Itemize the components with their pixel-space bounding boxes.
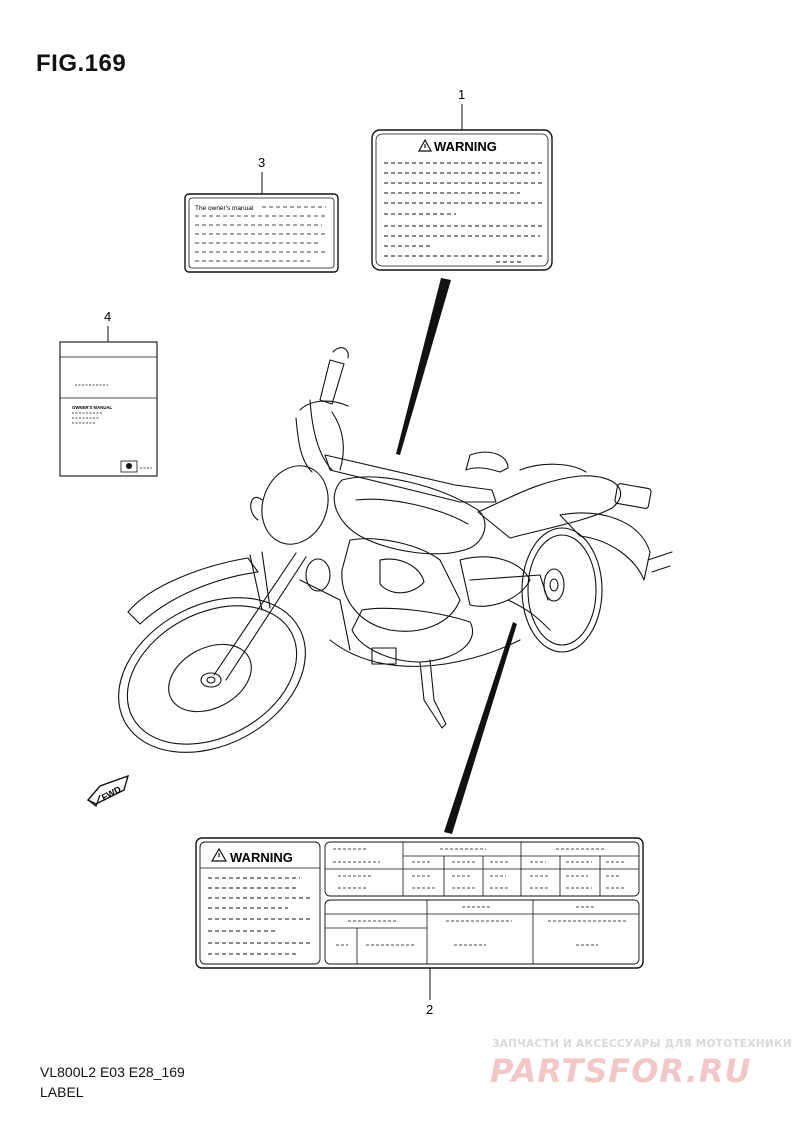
pointer-label-2 [444,622,517,834]
model-code: VL800L2 E03 E28_169 [40,1064,185,1080]
warning-triangle-icon [417,138,433,152]
callout-1-number: 1 [458,87,465,102]
owners-manual-line: The owner's manual [195,205,254,212]
callout-3-number: 3 [258,155,265,170]
motorcycle-drawing [118,347,673,753]
callout-4: 4 [104,309,111,342]
owners-manual-book: OWNER'S MANUAL [59,341,158,477]
warning-triangle-icon [210,847,228,862]
suzuki-logo-icon [126,463,132,469]
figure-title: FIG.169 [36,50,127,77]
warning-label-large: WARNING [195,837,644,969]
callout-1: 1 [458,87,465,130]
pointer-label-1 [396,278,451,455]
callout-4-number: 4 [104,309,111,324]
figure-caption: LABEL [40,1084,84,1100]
fwd-arrow-icon: FWD [86,774,130,807]
owners-manual-label: The owner's manual [184,193,339,273]
callout-3: 3 [258,155,265,194]
warning-title-large: WARNING [230,850,293,865]
callout-2-number: 2 [426,1002,433,1017]
manual-cover-text: OWNER'S MANUAL [72,405,113,410]
callout-2: 2 [426,968,433,1017]
watermark-brand: PARTSFOR.RU [490,1052,752,1090]
warning-label-small: WARNING [371,129,553,271]
watermark-tagline: ЗАПЧАСТИ И АКСЕССУАРЫ ДЛЯ МОТОТЕХНИКИ [492,1038,792,1050]
warning-title-small: WARNING [434,139,497,154]
